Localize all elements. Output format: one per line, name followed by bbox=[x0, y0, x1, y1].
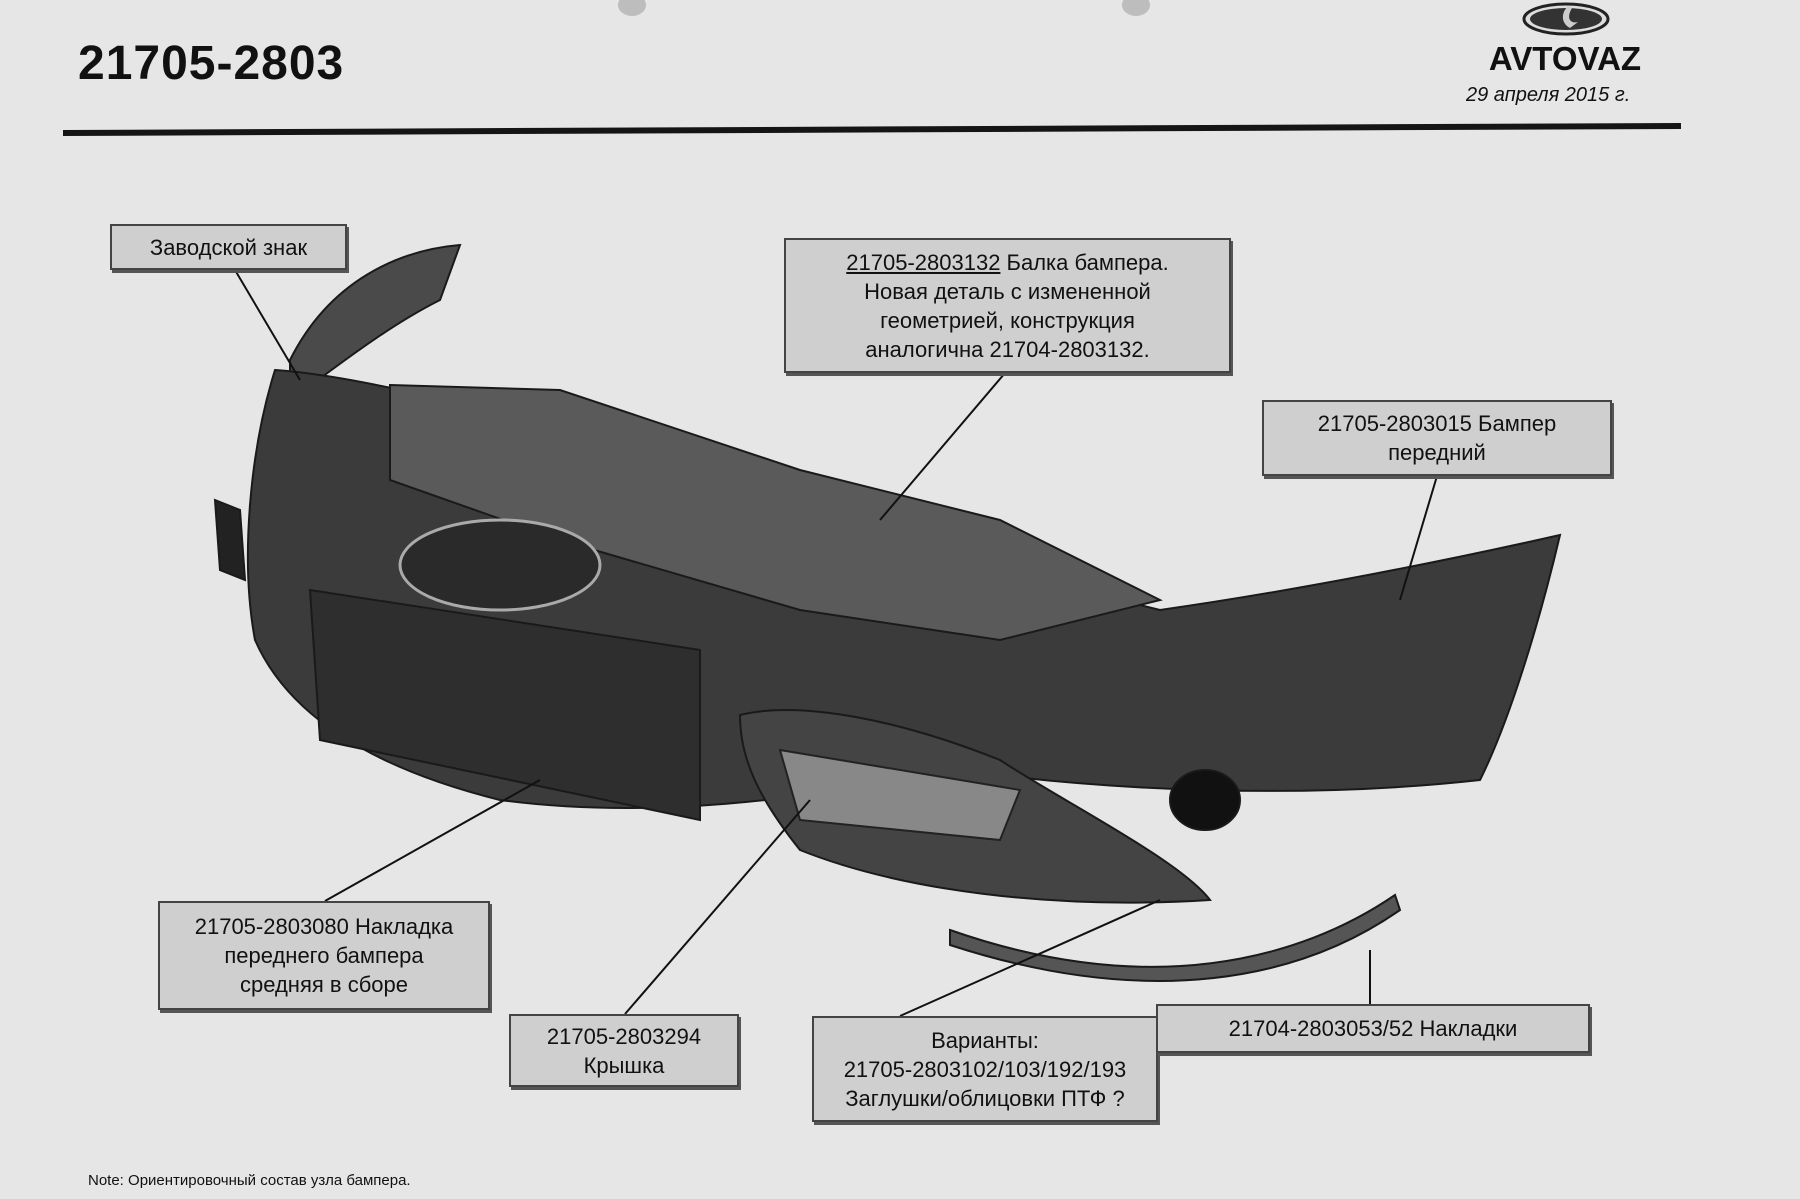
callout-cover: 21705-2803294 Крышка bbox=[509, 1014, 739, 1087]
lada-logo-icon bbox=[1522, 2, 1610, 36]
callout-text: Варианты: bbox=[931, 1027, 1039, 1053]
punch-hole bbox=[1122, 0, 1150, 16]
callout-middle-trim: 21705-2803080 Накладка переднего бампера… bbox=[158, 901, 490, 1010]
callout-text: Заводской знак bbox=[149, 234, 308, 260]
note-text: Ориентировочный состав узла бампера. bbox=[123, 1172, 411, 1189]
callout-beam: 21705-2803132 Балка бампера. Новая детал… bbox=[784, 238, 1231, 373]
bumper-assembly bbox=[213, 243, 1562, 982]
callout-trims: 21704-2803053/52 Накладки bbox=[1156, 1004, 1590, 1053]
callout-text: 21705-2803102/103/192/193 bbox=[843, 1056, 1127, 1082]
callout-emblem: Заводской знак bbox=[110, 224, 347, 270]
callout-variants: Варианты: 21705-2803102/103/192/193 Загл… bbox=[812, 1016, 1158, 1122]
callout-text: 21705-2803132 Балка бампера. bbox=[786, 248, 1229, 277]
callout-text: 21705-2803015 Бампер bbox=[1317, 411, 1557, 436]
callout-text: средняя в сборе bbox=[239, 972, 409, 997]
brand-name: AVTOVAZ bbox=[1488, 40, 1642, 77]
callout-text: переднего бампера bbox=[224, 943, 424, 968]
footnote: Note: Ориентировочный состав узла бампер… bbox=[88, 1172, 411, 1189]
callout-text: геометрией, конструкция bbox=[880, 307, 1135, 333]
callout-text: Новая деталь с измененной bbox=[864, 278, 1151, 304]
callout-text: аналогична 21704-2803132. bbox=[865, 336, 1150, 362]
leader-lines bbox=[234, 269, 1438, 1017]
lada-emblem-icon bbox=[398, 518, 602, 612]
callout-text: Балка бампера. bbox=[1000, 249, 1169, 275]
callout-text: 21705-2803294 bbox=[546, 1023, 702, 1049]
punch-hole bbox=[618, 0, 646, 16]
callout-text: передний bbox=[1388, 440, 1486, 465]
part-number: 21705-2803132 bbox=[846, 249, 1001, 275]
page-title: 21705-2803 bbox=[78, 37, 345, 90]
document-date: 29 апреля 2015 г. bbox=[1466, 84, 1631, 106]
callout-text: Крышка bbox=[583, 1052, 665, 1078]
callout-text: 21704-2803053/52 Накладки bbox=[1228, 1016, 1518, 1041]
callout-text: Заглушки/облицовки ПТФ ? bbox=[845, 1085, 1125, 1111]
callout-text: 21705-2803080 Накладка bbox=[194, 914, 454, 939]
note-label: Note: bbox=[88, 1172, 124, 1189]
callout-bumper: 21705-2803015 Бампер передний bbox=[1262, 400, 1612, 476]
